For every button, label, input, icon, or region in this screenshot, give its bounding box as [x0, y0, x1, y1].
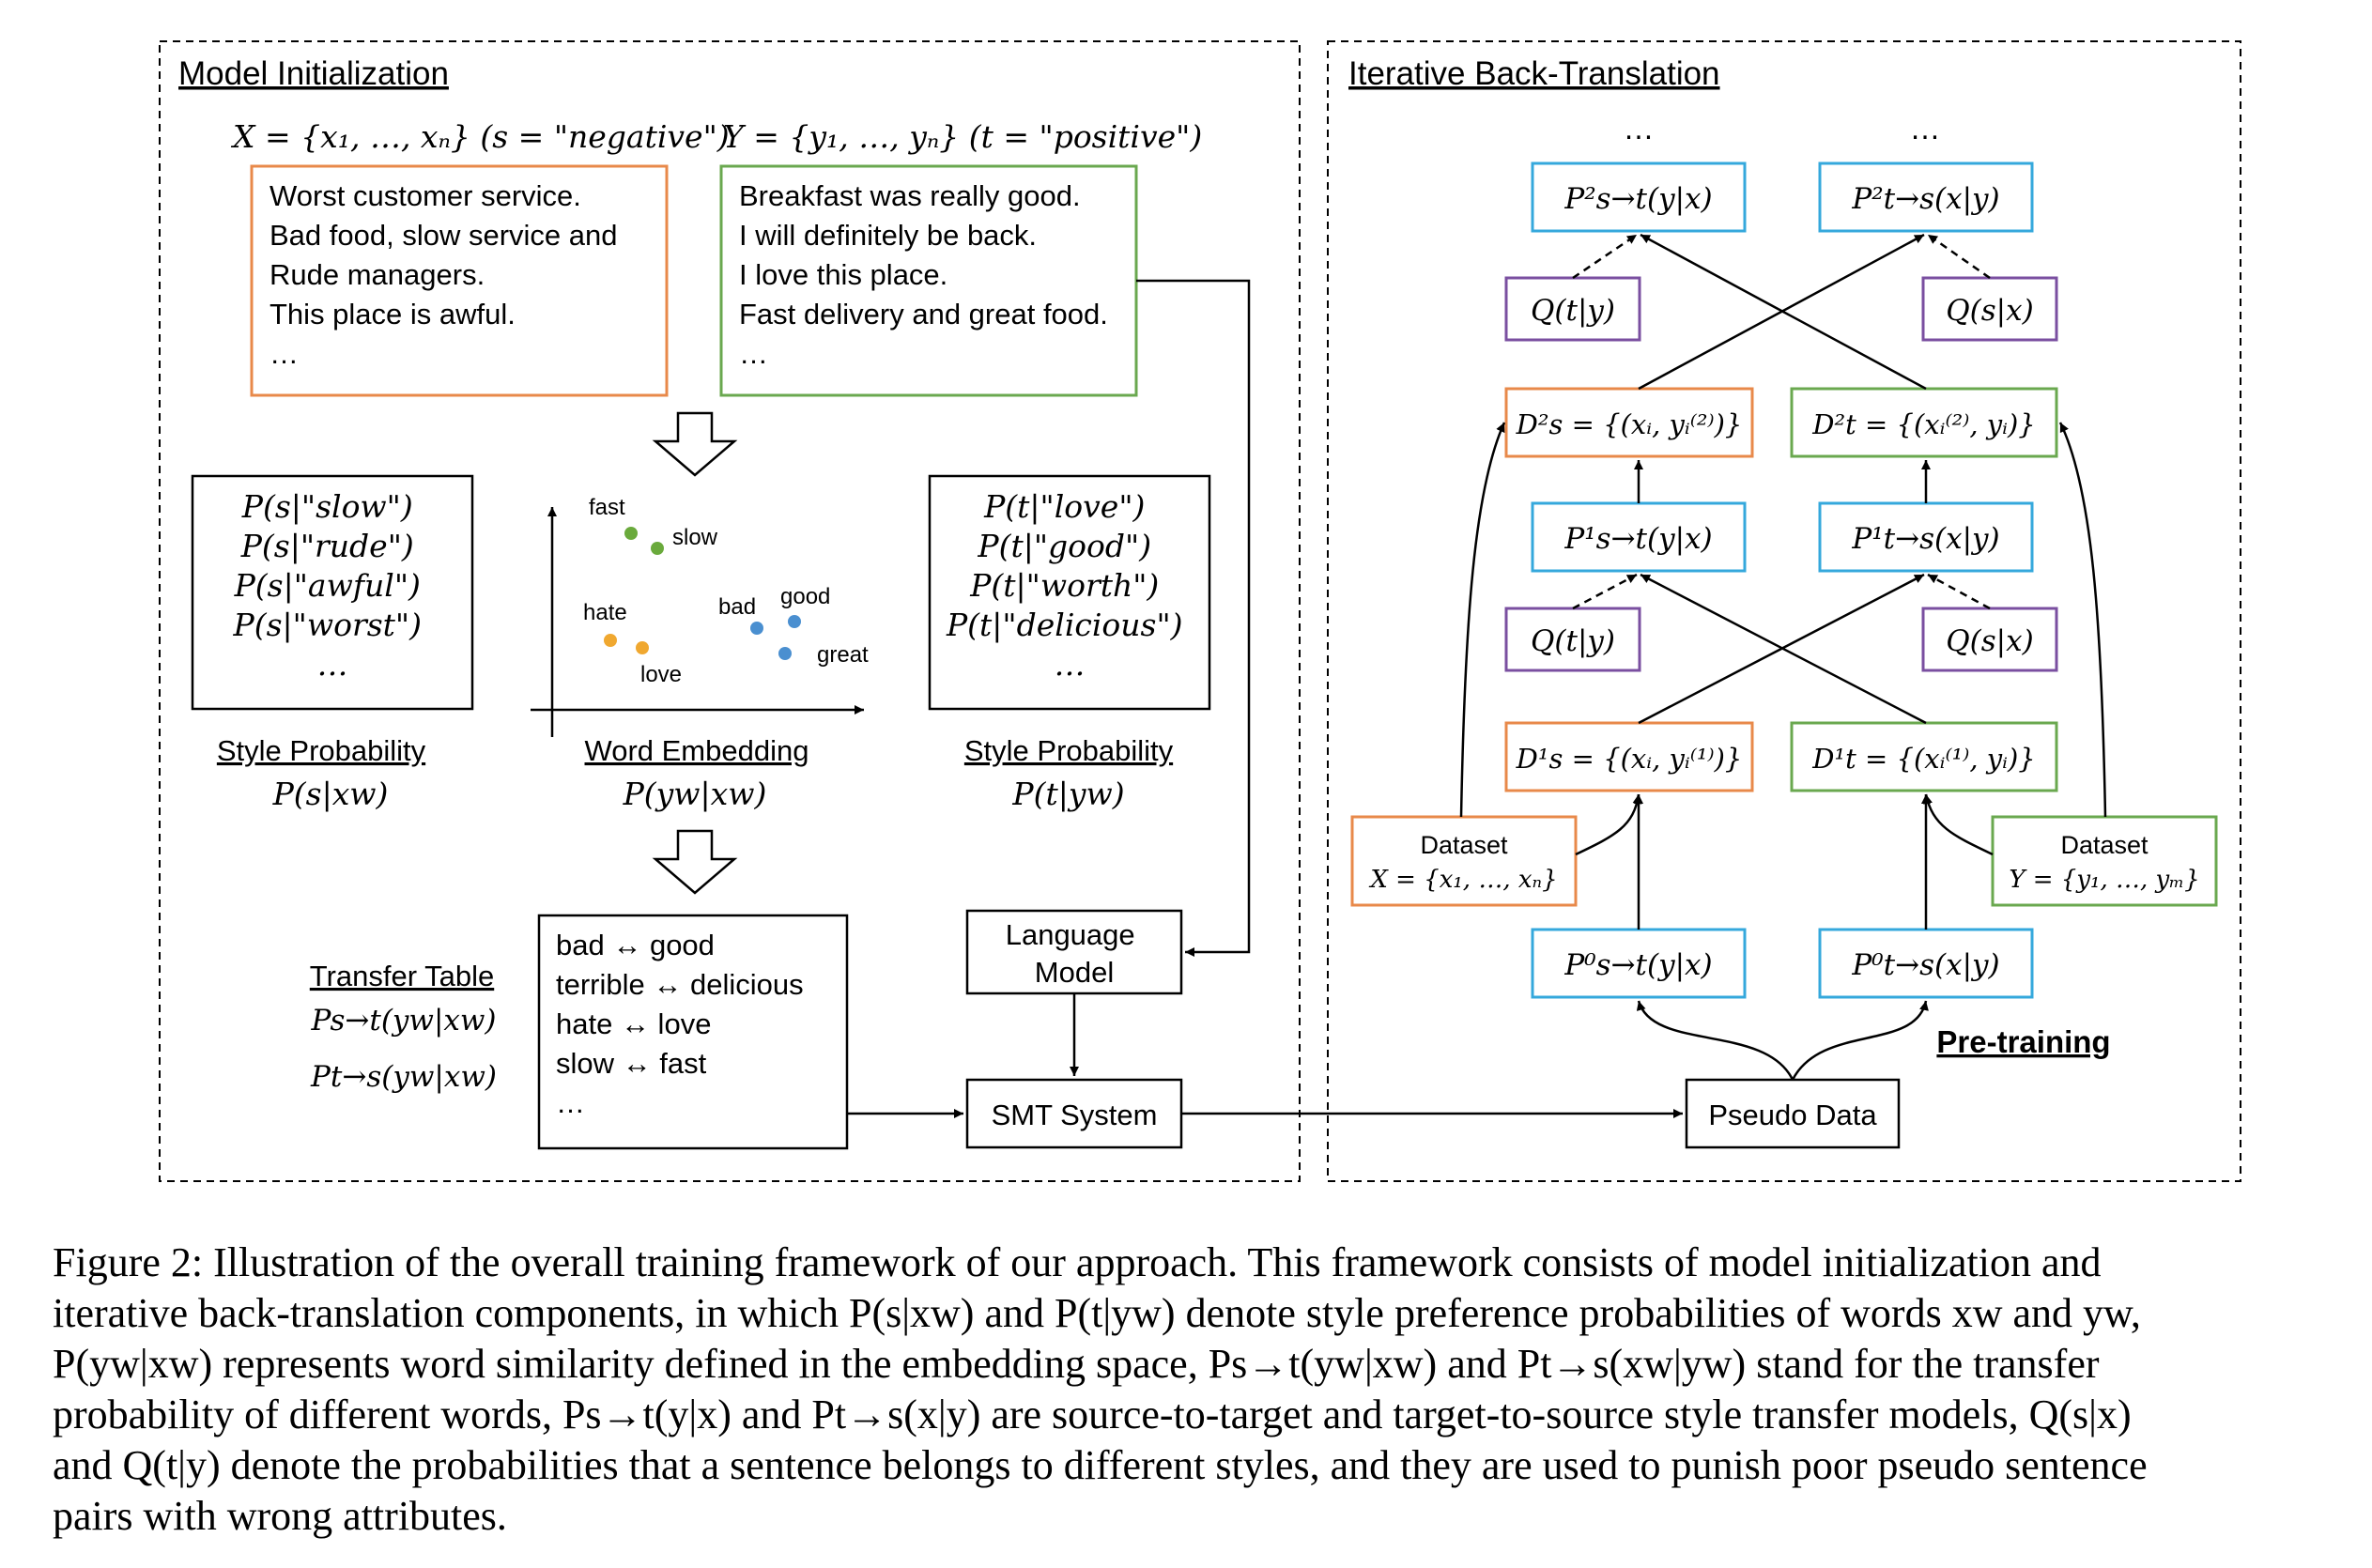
ellipsis-left: … — [1624, 111, 1655, 146]
source-style-probability-box — [191, 474, 474, 711]
caption-line: iterative back-translation components, i… — [53, 1290, 2141, 1336]
d2-source-box — [1504, 387, 1754, 458]
caption-line: probability of different words, Ps→t(y|x… — [53, 1391, 2132, 1437]
word-embedding-label: Word Embedding — [585, 734, 809, 767]
fast-label: fast — [589, 495, 625, 520]
p0-source-to-target-text: P⁰s→t(y|x) — [1563, 948, 1712, 982]
target-style-probability-formula: P(t|yw) — [1011, 776, 1124, 812]
transfer-pairs-text: bad ↔ good terrible ↔ delicious hate ↔ l… — [556, 929, 811, 1119]
p1-source-to-target-text: P¹s→t(y|x) — [1563, 522, 1712, 556]
source-style-probability-label: Style Probability — [217, 734, 426, 767]
p0-target-to-source-text: P⁰t→s(x|y) — [1851, 948, 1999, 982]
d1-target-text: D¹t = {(xᵢ⁽¹⁾, yᵢ)} — [1811, 743, 2036, 775]
p1-target-to-source-text: P¹t→s(x|y) — [1851, 522, 1999, 556]
figure-caption: Figure 2: Illustration of the overall tr… — [53, 1237, 2344, 1542]
p2-target-to-source-text: P²t→s(x|y) — [1851, 182, 1999, 216]
positive-examples-text: Breakfast was really good. I will defini… — [739, 179, 1117, 370]
good-label: good — [780, 584, 830, 609]
great-point — [778, 647, 792, 660]
slow-point — [651, 542, 664, 555]
d2t-to-p2st-arrow — [1640, 233, 1927, 391]
p2-target-to-source-box — [1818, 161, 2034, 233]
data-to-lm-arrow — [1136, 279, 1251, 957]
p2-source-to-target-box — [1531, 161, 1747, 233]
dataset-x-formula: X = {x₁, …, xₙ} — [1368, 866, 1557, 894]
dataset-x-box — [1350, 815, 1578, 907]
target-style-probability-box — [928, 474, 1211, 711]
dataset-y-label: Dataset — [2060, 831, 2149, 859]
model-initialization-panel — [159, 40, 1301, 1182]
hate-point — [604, 634, 617, 647]
caption-line: P(yw|xw) represents word similarity defi… — [53, 1341, 2100, 1387]
smt-system-text: SMT System — [992, 1099, 1158, 1131]
caption-line: pairs with wrong attributes. — [53, 1493, 507, 1539]
fast-point — [624, 527, 638, 540]
down-arrow-icon — [652, 829, 738, 895]
dataset-x-to-d1-arrow — [1575, 793, 1642, 856]
transfer-formula-target-to-source: Pt→s(yw|xw) — [310, 1060, 497, 1094]
dataset-x-label: Dataset — [1420, 831, 1508, 859]
hate-label: hate — [583, 600, 627, 625]
good-point — [788, 615, 801, 628]
down-arrow-icon — [652, 411, 738, 477]
q-ty-upper-text: Q(t|y) — [1531, 294, 1615, 328]
bad-label: bad — [718, 594, 756, 620]
y-set-formula: Y = {y₁, …, yₙ} (t = "positive") — [723, 118, 1202, 155]
dataset-y-formula: Y = {y₁, …, yₘ} — [2009, 866, 2199, 894]
iterative-back-translation-panel — [1327, 40, 2241, 1182]
pseudo-to-p0-left-arrow — [1636, 1000, 1794, 1081]
qty-upper-to-p2st-arrow — [1572, 233, 1638, 280]
word-embedding-formula: P(yw|xw) — [623, 776, 767, 812]
q-sx-upper-text: Q(s|x) — [1946, 294, 2033, 328]
source-style-probability-text: P(s|"slow") P(s|"rude") P(s|"awful") P(s… — [233, 488, 432, 683]
model-initialization-title: Model Initialization — [178, 55, 449, 92]
love-label: love — [640, 662, 682, 687]
negative-examples-text: Worst customer service. Bad food, slow s… — [270, 179, 625, 370]
love-point — [636, 641, 649, 654]
d1-source-box — [1504, 721, 1754, 792]
negative-examples-box — [250, 164, 669, 397]
q-sx-lower-text: Q(s|x) — [1946, 624, 2033, 658]
dataset-y-to-d2t-arrow — [2058, 422, 2107, 818]
qsx-lower-to-p1ts-arrow — [1927, 573, 1991, 610]
caption-line: and Q(t|y) denote the probabilities that… — [53, 1442, 2148, 1488]
p2-source-to-target-text: P²s→t(y|x) — [1563, 182, 1712, 216]
d2-target-text: D²t = {(xᵢ⁽²⁾, yᵢ)} — [1811, 408, 2036, 440]
qsx-upper-to-p2ts-arrow — [1927, 233, 1991, 280]
dataset-x-to-d2s-arrow — [1459, 422, 1506, 818]
transfer-table-label: Transfer Table — [310, 960, 494, 992]
caption-line: Figure 2: Illustration of the overall tr… — [53, 1239, 2102, 1285]
q-ty-lower-text: Q(t|y) — [1531, 624, 1615, 658]
transfer-formula-source-to-target: Ps→t(yw|xw) — [310, 1004, 496, 1038]
pseudo-to-p0-right-arrow — [1791, 1000, 1929, 1081]
target-style-probability-text: P(t|"love") P(t|"good") P(t|"worth") P(t… — [946, 488, 1193, 683]
qty-lower-to-p1st-arrow — [1572, 573, 1638, 610]
iterative-back-translation-title: Iterative Back-Translation — [1348, 55, 1720, 92]
d2-source-text: D²s = {(xᵢ, yᵢ⁽²⁾)} — [1516, 408, 1743, 440]
d1-source-text: D¹s = {(xᵢ, yᵢ⁽¹⁾)} — [1516, 743, 1743, 775]
target-style-probability-label: Style Probability — [964, 734, 1174, 767]
pretraining-label: Pre-training — [1936, 1024, 2110, 1059]
bad-point — [750, 622, 763, 635]
language-model-text: Language Model — [1006, 918, 1144, 989]
dataset-y-to-d1-arrow — [1923, 793, 1994, 856]
ellipsis-right: … — [1910, 111, 1941, 146]
source-style-probability-formula: P(s|xw) — [272, 776, 389, 812]
transfer-pairs-box — [537, 914, 849, 1150]
d1t-to-p1st-arrow — [1640, 573, 1927, 725]
slow-label: slow — [672, 525, 718, 550]
training-framework-figure: Model Initialization Iterative Back-Tran… — [159, 40, 2241, 1182]
x-set-formula: X = {x₁, …, xₙ} (s = "negative") — [230, 118, 730, 155]
great-label: great — [817, 642, 869, 668]
pseudo-data-text: Pseudo Data — [1708, 1099, 1877, 1131]
